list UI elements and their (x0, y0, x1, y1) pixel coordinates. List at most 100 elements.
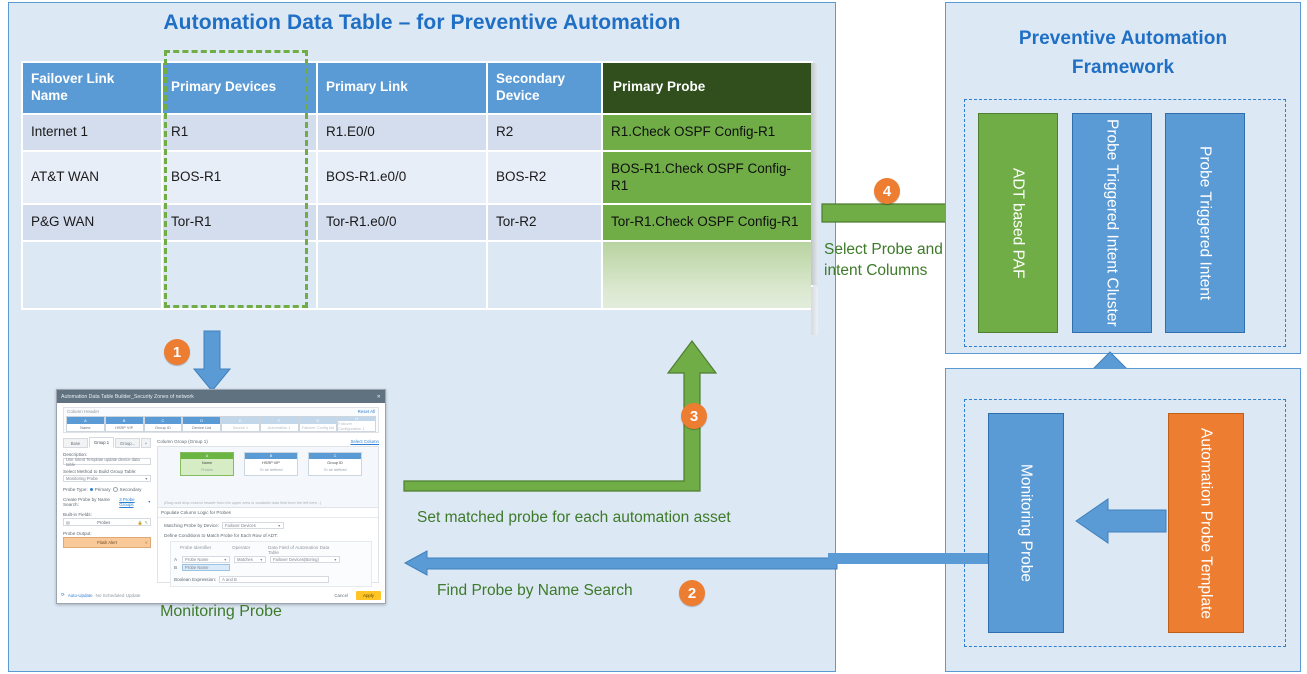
column-header-secondary-device[interactable]: Secondary Device (486, 61, 603, 115)
column-chip-b[interactable]: B HSRP VIP (104, 416, 144, 432)
tab-base[interactable]: Base (63, 438, 88, 448)
column-chip-g[interactable]: G Failover Config list (298, 416, 338, 432)
method-select[interactable]: Monitoring Probe ▼ (63, 475, 151, 482)
framework-box-automation-probe-template[interactable]: Automation Probe Template (1168, 413, 1244, 633)
column-chip-e[interactable]: E Source 1 (221, 416, 260, 432)
close-icon[interactable]: ✕ (144, 540, 148, 545)
matching-probe-label: Matching Probe by Device: (164, 523, 219, 528)
cond-header-identifier: Probe Identifier (180, 545, 212, 550)
probe-output-label: Probe Output: (63, 531, 92, 536)
builtin-probes-row[interactable]: ▤ Probes 🔒 ✎ (63, 518, 151, 526)
tab-group-more[interactable]: Group... (115, 438, 140, 448)
table-header-row: Failover Link Name Primary Devices Prima… (21, 61, 813, 115)
auto-update-link[interactable]: Auto-Update (67, 592, 93, 598)
column-chip-name: Group ID (144, 424, 182, 431)
cell-primary-probe: R1.Check OSPF Config-R1 (601, 112, 813, 152)
cell-primary-probe: BOS-R1.Check OSPF Config-R1 (601, 149, 813, 206)
framework-title-line2: Framework (1071, 56, 1175, 78)
cond-identifier-a[interactable]: Probe Name ▼ (182, 556, 230, 563)
create-probe-label: Create Probe by Name Search: (63, 497, 110, 507)
framework-title-line1: Preventive Automation (1018, 28, 1228, 49)
probe-groups-link[interactable]: 3 Probe Groups (119, 497, 135, 507)
cond-header-operator: Operator (232, 545, 251, 550)
cancel-button[interactable]: Cancel (334, 592, 349, 598)
group-settings-pane: Base Group 1 Group... + Description: Use… (63, 437, 151, 583)
arrow-set-matched-probe (403, 340, 718, 492)
framework-box-monitoring-probe[interactable]: Monitoring Probe (988, 413, 1064, 633)
column-chip-letter: G (299, 417, 337, 424)
column-chip-letter: E (222, 417, 259, 424)
cell-primary-link: Tor-R1.e0/0 (316, 203, 488, 243)
tab-group-1[interactable]: Group 1 (89, 437, 114, 448)
table-row: P&G WAN Tor-R1 Tor-R1.e0/0 Tor-R2 Tor-R1… (21, 203, 813, 243)
cond-datafield-value: Failover Devices(Boring) (273, 557, 319, 562)
group-card-b[interactable]: B HSRP VIP To be defined (244, 452, 298, 476)
group-card-c[interactable]: C Group ID To be defined (308, 452, 362, 476)
chevron-down-icon: ▼ (333, 557, 337, 562)
method-value: Monitoring Probe (66, 476, 98, 481)
column-chip-name: Source 1 (222, 424, 259, 431)
cell-empty (316, 240, 488, 311)
framework-box-label: Probe Triggered Intent Cluster (1103, 119, 1121, 327)
chevron-down-icon: ▼ (144, 476, 148, 481)
column-header-primary-link[interactable]: Primary Link (316, 61, 488, 115)
radio-primary[interactable] (89, 488, 93, 491)
group-card-name: Group ID (327, 460, 343, 465)
cell-empty (486, 240, 603, 311)
cell-empty (21, 240, 163, 311)
tab-add[interactable]: + (141, 438, 151, 448)
cell-empty (161, 240, 318, 311)
populate-column-logic-section: Populate Column Logic for Probes Matchin… (157, 507, 379, 587)
probe-builder-screenshot[interactable]: Automation Data Table Builder_Security Z… (56, 389, 386, 604)
cond-identifier-b-dropdown-option[interactable]: Probe Name (182, 564, 230, 571)
table-row: AT&T WAN BOS-R1 BOS-R1.e0/0 BOS-R2 BOS-R… (21, 149, 813, 206)
framework-box-label: Probe Triggered Intent (1196, 145, 1214, 301)
chevron-down-icon: ▼ (277, 523, 281, 528)
close-icon[interactable]: ✕ (376, 393, 381, 400)
column-chip-d[interactable]: D Device List (182, 416, 221, 432)
select-column-link[interactable]: Select Column (350, 439, 379, 444)
column-chip-a[interactable]: A Name (66, 416, 105, 432)
group-card-a[interactable]: A Name Probes (180, 452, 234, 476)
cond-datafield-a[interactable]: Failover Devices(Boring) ▼ (270, 556, 340, 563)
preventive-automation-framework-panel: Preventive Automation Framework ADT base… (945, 2, 1301, 354)
column-header-primary-probe[interactable]: Primary Probe (601, 61, 813, 115)
primary-devices-column-selection (164, 50, 308, 308)
radio-secondary[interactable] (112, 487, 118, 492)
column-chip-letter: F (260, 417, 298, 424)
column-chip-h[interactable]: H Failover Configuration 1 (337, 416, 376, 432)
framework-box-probe-triggered-intent[interactable]: Probe Triggered Intent (1165, 113, 1245, 333)
cell-primary-link: R1.E0/0 (316, 112, 488, 152)
cond-identifier-b-value: Probe Name (185, 565, 209, 570)
column-header-failover-link-name[interactable]: Failover Link Name (21, 61, 163, 115)
probe-type-row: Probe Type: Primary Secondary (63, 487, 151, 492)
probe-type-primary: Primary (94, 487, 111, 492)
apply-button[interactable]: Apply (356, 590, 381, 600)
cell-primary-devices: R1 (161, 112, 318, 152)
cell-secondary-device: R2 (486, 112, 603, 152)
cell-primary-probe: Tor-R1.Check OSPF Config-R1 (601, 203, 813, 243)
column-chip-c[interactable]: C Group ID (143, 416, 183, 432)
reset-all-link[interactable]: Reset All (357, 409, 375, 414)
column-header-primary-devices[interactable]: Primary Devices (161, 61, 318, 115)
column-chip-name: Automation 1 (260, 424, 298, 431)
label-select-probe: Select Probe and intent Columns (824, 241, 943, 279)
column-chip-name: Failover Config list (299, 424, 337, 431)
framework-box-adt-based-paf[interactable]: ADT based PAF (978, 113, 1058, 333)
framework-bottom-dashed-region (964, 399, 1286, 647)
edit-icon[interactable]: ✎ (144, 519, 148, 525)
probe-output-chip[interactable]: Flash Alert ✕ (63, 537, 151, 548)
matching-probe-select[interactable]: Failover Devices ▼ (221, 522, 284, 529)
framework-box-probe-triggered-intent-cluster[interactable]: Probe Triggered Intent Cluster (1072, 113, 1152, 333)
label-find-probe: Find Probe by Name Search (437, 582, 633, 599)
description-field[interactable]: Use Intent Template update device data t… (63, 457, 151, 467)
badge-step-3: 3 (681, 403, 707, 429)
cond-operator-a[interactable]: Matches ▼ (234, 556, 266, 563)
table-scrollbar[interactable] (811, 63, 818, 285)
column-chip-f[interactable]: F Automation 1 (259, 416, 299, 432)
boolean-expression-field[interactable]: A and B (219, 576, 330, 583)
framework-top-dashed-region (964, 99, 1286, 347)
grid-icon: ▤ (66, 519, 70, 525)
table-scrollbar-track[interactable] (811, 287, 818, 335)
column-group-dropzone[interactable]: A Name Probes B HSRP VIP To be defined C… (157, 446, 379, 510)
